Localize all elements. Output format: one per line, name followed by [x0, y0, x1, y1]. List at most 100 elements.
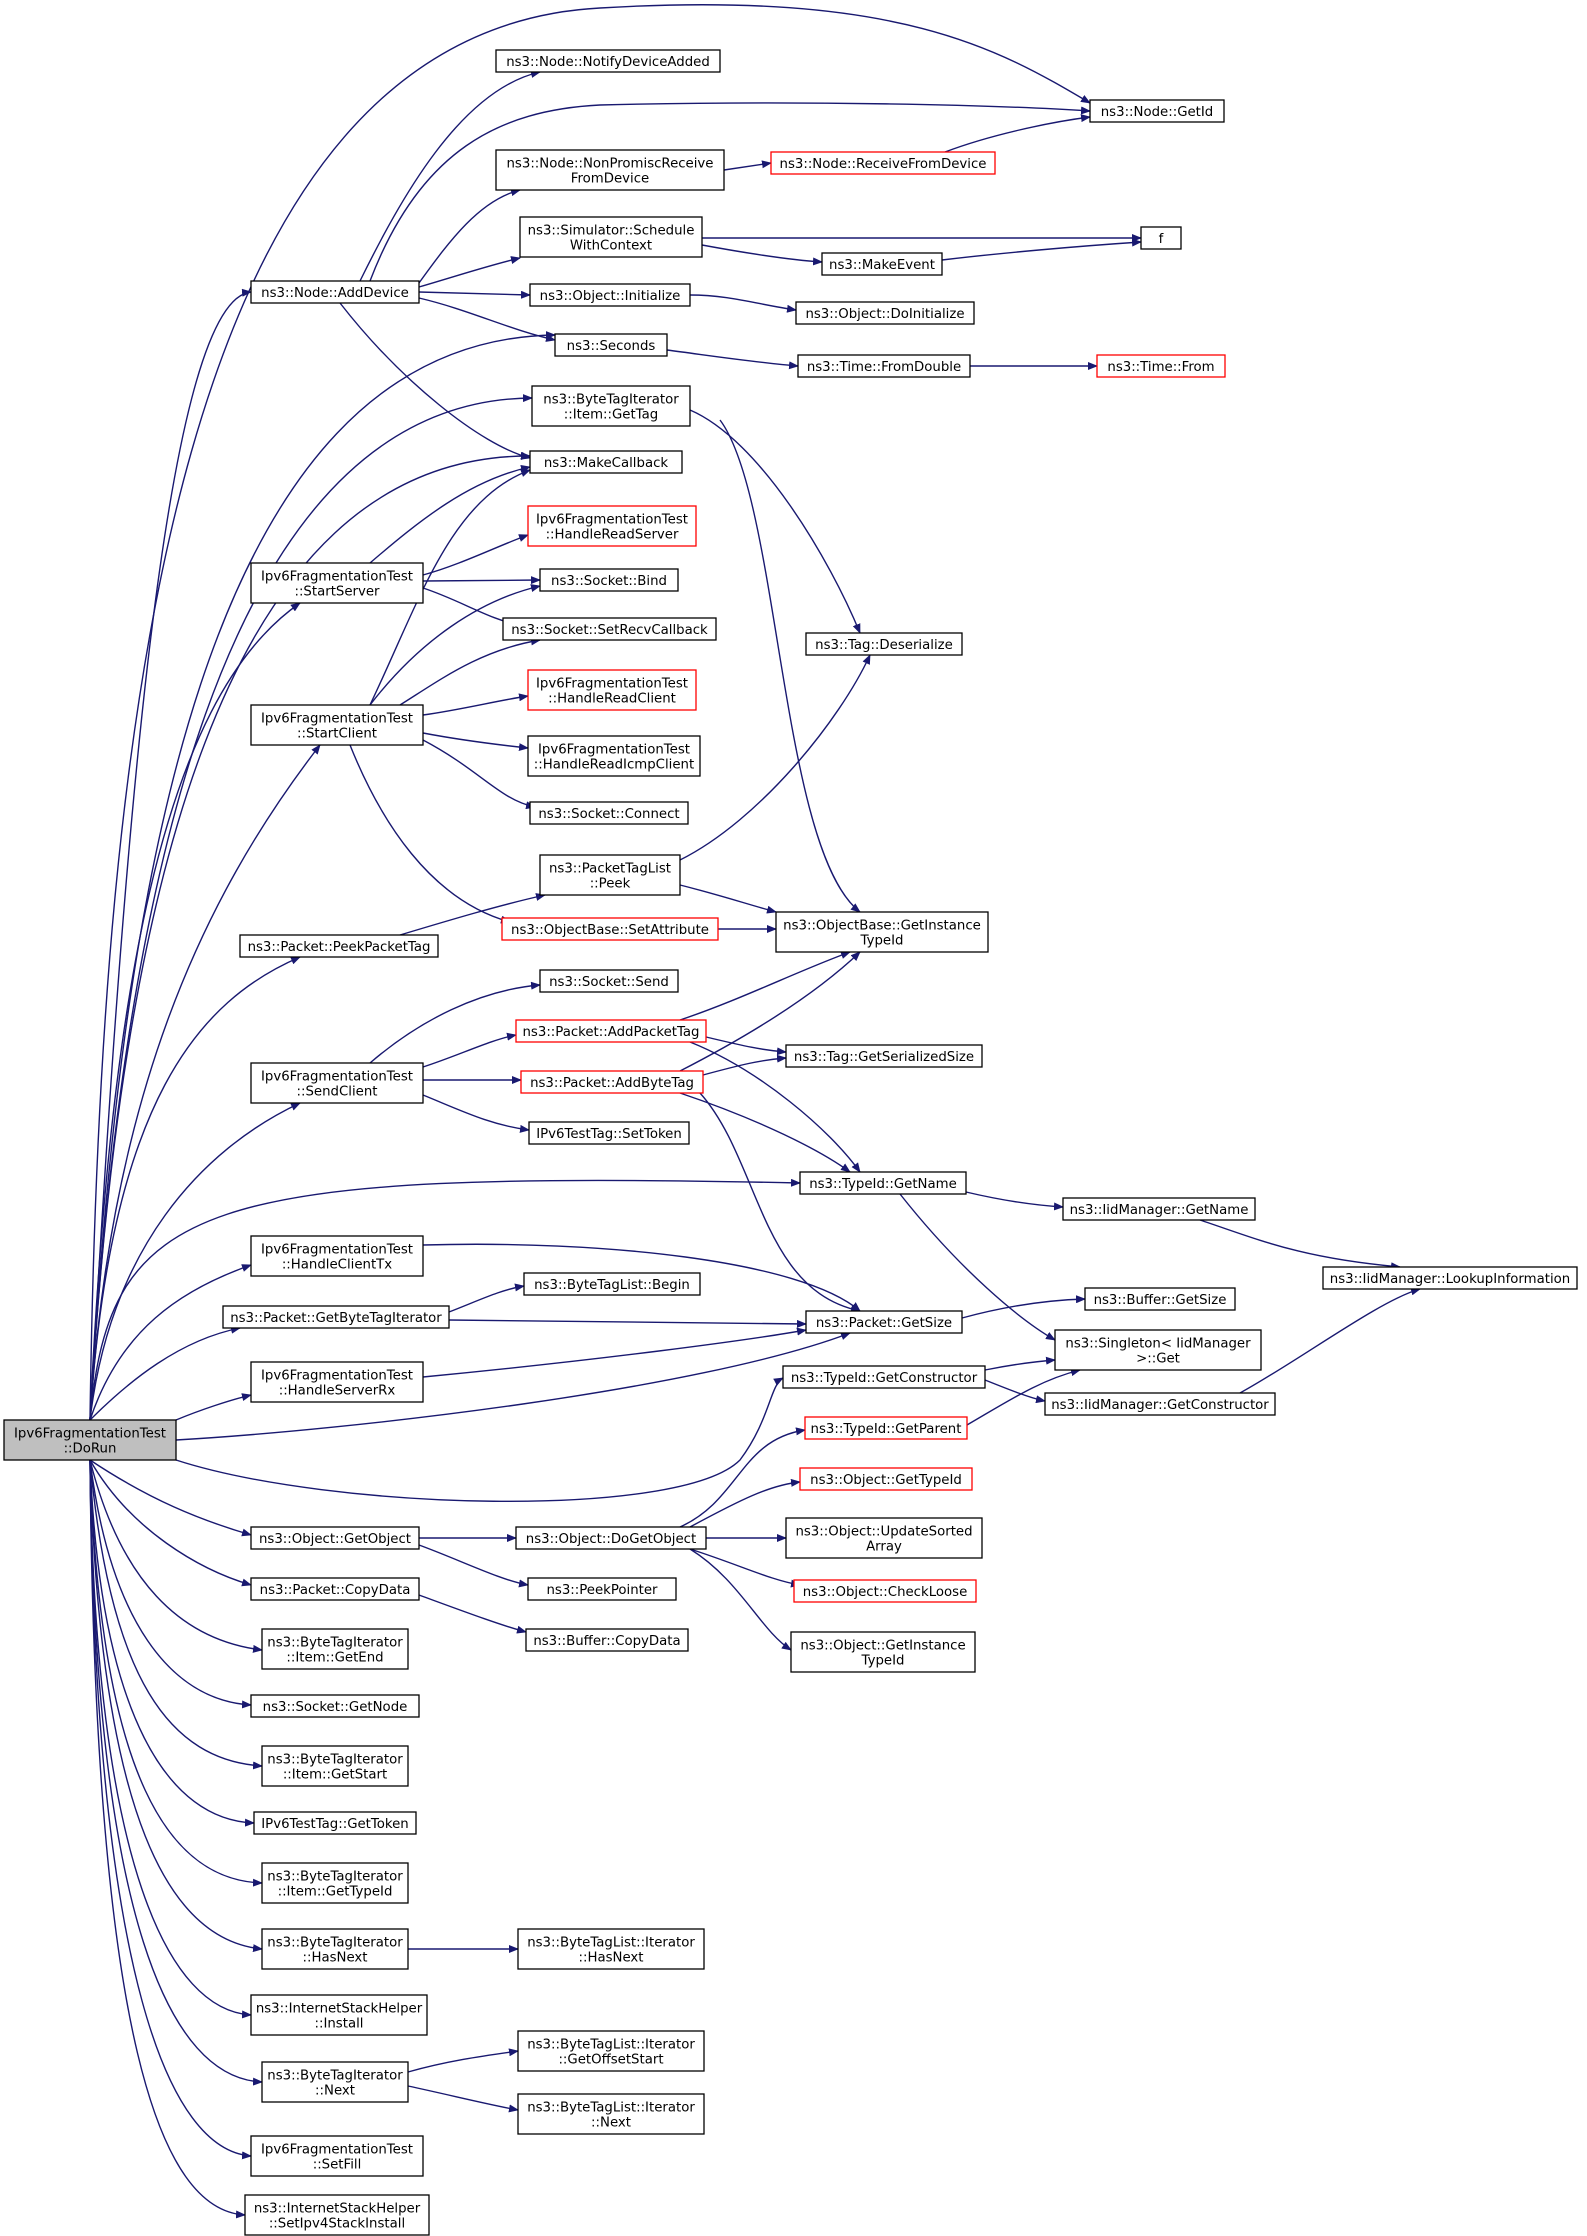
call-edge-dorun-to-btinext: [89, 1459, 263, 2086]
node-label-line: TypeId: [860, 934, 904, 949]
node-lookupinfo[interactable]: ns3::IidManager::LookupInformation: [1322, 1266, 1578, 1290]
node-btigetstart[interactable]: ns3::ByteTagIterator::Item::GetStart: [261, 1745, 409, 1787]
node-handleserverrx[interactable]: Ipv6FragmentationTest::HandleServerRx: [250, 1361, 424, 1403]
node-iidgetname[interactable]: ns3::IidManager::GetName: [1062, 1197, 1256, 1221]
node-setattr[interactable]: ns3::ObjectBase::SetAttribute: [501, 917, 719, 941]
node-label-line: Ipv6FragmentationTest: [261, 1369, 413, 1384]
node-startserver[interactable]: Ipv6FragmentationTest::StartServer: [250, 562, 424, 604]
call-edge-seconds-to-fromdouble: [666, 349, 799, 370]
node-hricmp[interactable]: Ipv6FragmentationTest::HandleReadIcmpCli…: [527, 735, 701, 777]
call-edge-nonpromisc-to-recvfromdev: [723, 160, 772, 171]
node-doinit[interactable]: ns3::Object::DoInitialize: [795, 301, 975, 325]
node-btihasnext[interactable]: ns3::ByteTagIterator::HasNext: [261, 1928, 409, 1970]
call-edge-dorun-to-gettoken: [89, 1459, 255, 1827]
node-label-line: ns3::Object::GetObject: [259, 1532, 411, 1547]
node-label-line: ::Install: [315, 2017, 364, 2032]
node-bind[interactable]: ns3::Socket::Bind: [539, 568, 679, 592]
node-makeevent[interactable]: ns3::MakeEvent: [821, 252, 943, 276]
node-box: [782, 1365, 986, 1389]
node-adddevice[interactable]: ns3::Node::AddDevice: [250, 280, 420, 304]
node-setfill[interactable]: Ipv6FragmentationTest::SetFill: [250, 2135, 424, 2177]
node-send[interactable]: ns3::Socket::Send: [539, 969, 679, 993]
node-peekpackettag[interactable]: ns3::Packet::PeekPacketTag: [239, 934, 439, 958]
node-btinext[interactable]: ns3::ByteTagIterator::Next: [261, 2061, 409, 2103]
node-btigetend[interactable]: ns3::ByteTagIterator::Item::GetEnd: [261, 1628, 409, 1670]
node-tidgetctor[interactable]: ns3::TypeId::GetConstructor: [782, 1365, 986, 1389]
node-getid[interactable]: ns3::Node::GetId: [1089, 99, 1225, 123]
node-btlihasnext[interactable]: ns3::ByteTagList::Iterator::HasNext: [517, 1928, 705, 1970]
node-tidgetname[interactable]: ns3::TypeId::GetName: [799, 1171, 967, 1195]
node-startclient[interactable]: Ipv6FragmentationTest::StartClient: [250, 704, 424, 746]
node-getbtiter[interactable]: ns3::Packet::GetByteTagIterator: [222, 1305, 450, 1329]
node-tidgetparent[interactable]: ns3::TypeId::GetParent: [804, 1416, 968, 1440]
node-fromdouble[interactable]: ns3::Time::FromDouble: [797, 354, 971, 378]
node-btigettypeid[interactable]: ns3::ByteTagIterator::Item::GetTypeId: [261, 1862, 409, 1904]
node-singleton[interactable]: ns3::Singleton< IidManager >::Get: [1054, 1329, 1262, 1371]
node-buffergetsize[interactable]: ns3::Buffer::GetSize: [1084, 1287, 1236, 1311]
call-edge-handleserverrx-to-pktgetsize: [422, 1327, 807, 1378]
node-hrserver[interactable]: Ipv6FragmentationTest::HandleReadServer: [527, 505, 697, 547]
node-peekpointer[interactable]: ns3::PeekPointer: [527, 1577, 677, 1601]
node-iidgetctor[interactable]: ns3::IidManager::GetConstructor: [1044, 1392, 1276, 1416]
node-seconds[interactable]: ns3::Seconds: [554, 333, 668, 357]
node-label-line: ns3::IidManager::LookupInformation: [1330, 1272, 1570, 1287]
node-label-line: ns3::Object::DoInitialize: [805, 307, 964, 322]
node-settoken[interactable]: IPv6TestTag::SetToken: [528, 1121, 690, 1145]
call-edge-adddevice-to-schedule: [418, 256, 521, 288]
node-box: [261, 1628, 409, 1670]
call-edge-sendclient-to-send: [369, 981, 541, 1064]
node-label-line: ns3::Time::FromDouble: [807, 360, 961, 375]
node-addpackettag[interactable]: ns3::Packet::AddPacketTag: [515, 1019, 707, 1043]
node-box: [790, 1631, 976, 1673]
node-checkloose[interactable]: ns3::Object::CheckLoose: [793, 1579, 977, 1603]
node-label-line: ns3::ByteTagList::Begin: [534, 1278, 690, 1293]
node-f[interactable]: f: [1140, 226, 1182, 250]
node-label-line: ::DoRun: [64, 1442, 117, 1457]
node-label-line: ::HandleReadIcmpClient: [534, 758, 694, 773]
node-btligetoffset[interactable]: ns3::ByteTagList::Iterator::GetOffsetSta…: [517, 2030, 705, 2072]
node-label-line: IPv6TestTag::SetToken: [536, 1127, 682, 1142]
node-dorun[interactable]: Ipv6FragmentationTest::DoRun: [3, 1419, 177, 1461]
node-ptlpeek[interactable]: ns3::PacketTagList::Peek: [539, 854, 681, 896]
node-tagserial[interactable]: ns3::Tag::GetSerializedSize: [785, 1044, 983, 1068]
node-notify[interactable]: ns3::Node::NotifyDeviceAdded: [495, 49, 721, 73]
node-pktcopydata[interactable]: ns3::Packet::CopyData: [250, 1577, 420, 1601]
call-edge-dorun-to-makecallback: [89, 451, 531, 1421]
node-pktgetsize[interactable]: ns3::Packet::GetSize: [805, 1310, 963, 1334]
node-hrclient[interactable]: Ipv6FragmentationTest::HandleReadClient: [527, 669, 697, 711]
call-edge-objgetobject-to-peekpointer: [418, 1544, 529, 1588]
node-sockgetnode[interactable]: ns3::Socket::GetNode: [250, 1694, 420, 1718]
node-recvfromdev[interactable]: ns3::Node::ReceiveFromDevice: [770, 151, 996, 175]
node-dogetobject[interactable]: ns3::Object::DoGetObject: [515, 1526, 707, 1550]
node-buffercopydata[interactable]: ns3::Buffer::CopyData: [525, 1628, 689, 1652]
node-box: [529, 283, 691, 307]
node-ishinstall[interactable]: ns3::InternetStackHelper::Install: [250, 1994, 428, 2036]
node-setipv4[interactable]: ns3::InternetStackHelper::SetIpv4StackIn…: [244, 2194, 430, 2236]
node-setrecvcb[interactable]: ns3::Socket::SetRecvCallback: [502, 617, 717, 641]
node-label-line: Ipv6FragmentationTest: [536, 513, 688, 528]
node-tagdeser[interactable]: ns3::Tag::Deserialize: [805, 632, 963, 656]
node-connect[interactable]: ns3::Socket::Connect: [529, 801, 689, 825]
node-gettoken[interactable]: IPv6TestTag::GetToken: [253, 1811, 417, 1835]
node-handleclienttx[interactable]: Ipv6FragmentationTest::HandleClientTx: [250, 1235, 424, 1277]
node-addbytetag[interactable]: ns3::Packet::AddByteTag: [520, 1070, 704, 1094]
call-edge-startclient-to-connect: [422, 739, 536, 810]
node-label-line: ns3::Buffer::GetSize: [1094, 1293, 1227, 1308]
node-from[interactable]: ns3::Time::From: [1096, 354, 1226, 378]
call-edge-addpackettag-to-tagserial: [705, 1036, 787, 1056]
node-objgettypeid[interactable]: ns3::Object::GetTypeId: [799, 1467, 973, 1491]
node-makecallback[interactable]: ns3::MakeCallback: [529, 450, 683, 474]
node-box: [775, 911, 989, 953]
node-btlinext[interactable]: ns3::ByteTagList::Iterator::Next: [517, 2093, 705, 2135]
node-initialize[interactable]: ns3::Object::Initialize: [529, 283, 691, 307]
call-edge-sendclient-to-settoken: [422, 1094, 530, 1133]
node-btlbegin[interactable]: ns3::ByteTagList::Begin: [523, 1272, 701, 1296]
node-objgetobject[interactable]: ns3::Object::GetObject: [250, 1526, 420, 1550]
node-sendclient[interactable]: Ipv6FragmentationTest::SendClient: [250, 1062, 424, 1104]
node-btigettag[interactable]: ns3::ByteTagIterator::Item::GetTag: [531, 385, 691, 427]
